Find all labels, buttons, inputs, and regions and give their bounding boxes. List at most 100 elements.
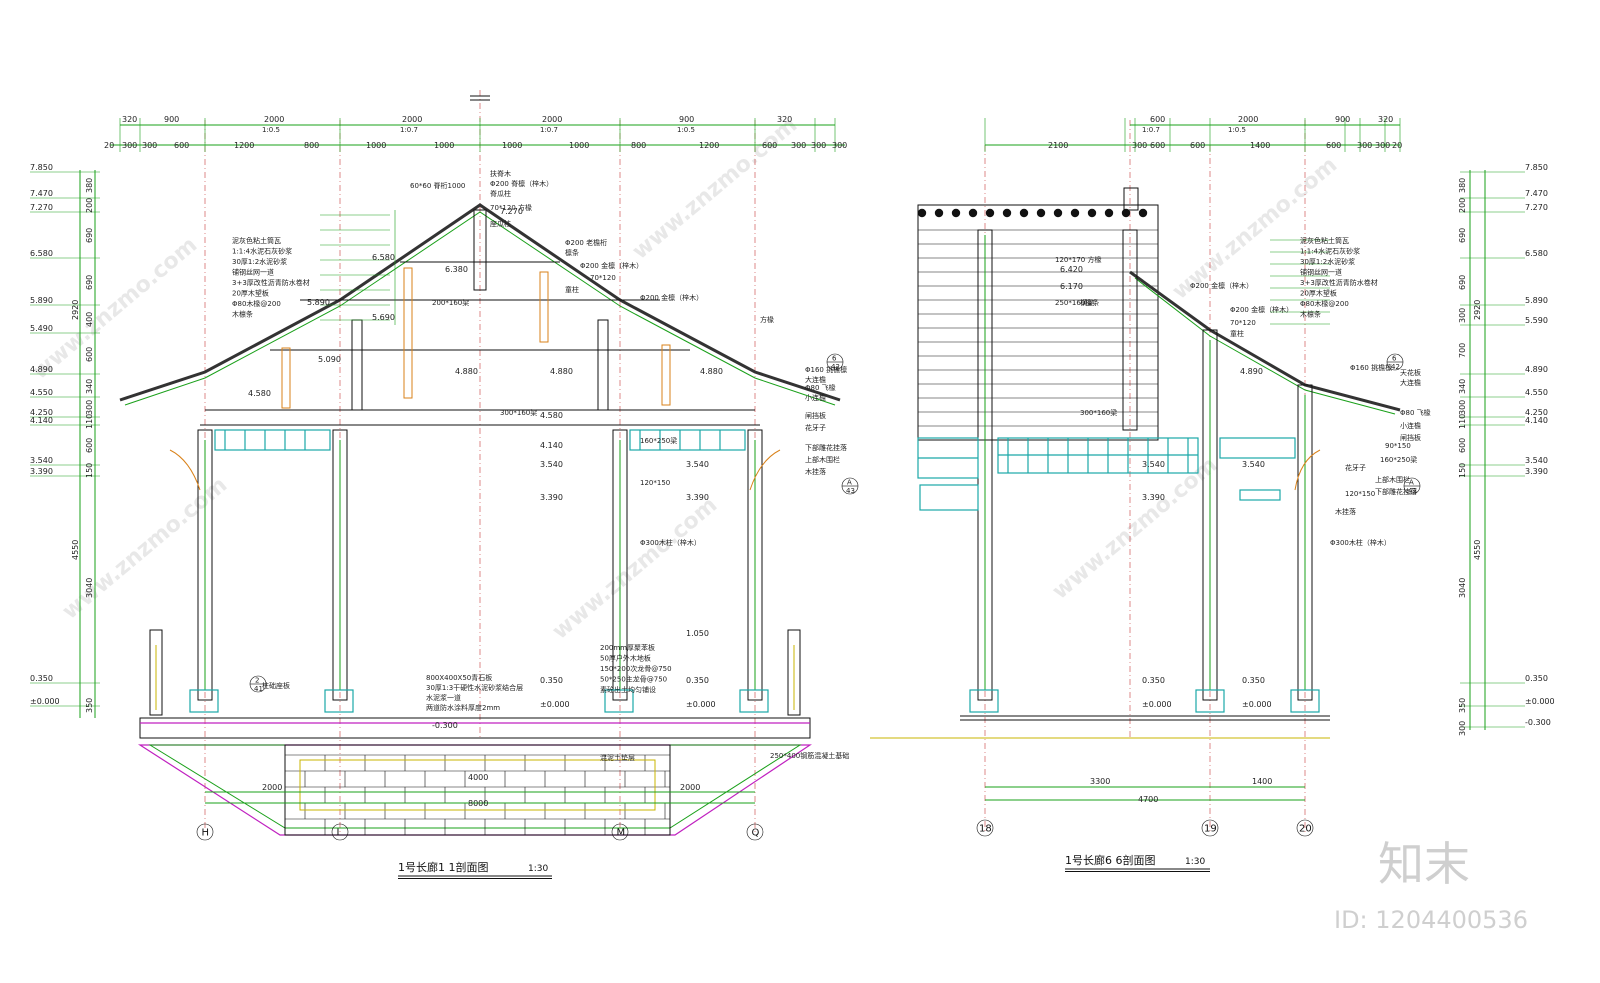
level-label: 7.270: [1525, 203, 1548, 212]
elevation-label: 6.380: [445, 265, 468, 274]
member-label: Φ200 金檩（梓木）: [1230, 305, 1293, 314]
member-label: Φ80 飞椽: [1400, 408, 1431, 417]
level-label: 6.580: [1525, 249, 1548, 258]
dim-label: 700: [1458, 343, 1467, 358]
level-label: 4.890: [1525, 365, 1548, 374]
dim-label: 690: [1458, 275, 1467, 290]
member-label: 160*250梁: [1380, 455, 1417, 464]
dim-label: 4700: [1138, 795, 1158, 804]
roof-tile-end: [985, 208, 995, 218]
level-label: 3.390: [1525, 467, 1548, 476]
elevation-label: 4.890: [1240, 367, 1263, 376]
foundation-note: 50厚户外木地板: [600, 654, 651, 663]
roof-layer-note: 泥灰色粘土筒瓦: [232, 236, 281, 245]
level-label: 6.580: [30, 249, 53, 258]
roof-tile-end: [1121, 208, 1131, 218]
dim-label: 2000: [542, 115, 562, 124]
detail-ref-sheet: 41: [254, 685, 263, 693]
dim-label: 2000: [402, 115, 422, 124]
dim-label: 1000: [502, 141, 522, 150]
roof-tile-end: [917, 208, 927, 218]
level-label: 7.850: [30, 163, 53, 172]
floor-layer-note: 两道防水涂料厚度2mm: [426, 703, 500, 712]
member-label: 木挂落: [1335, 507, 1356, 516]
dim-label: 1000: [366, 141, 386, 150]
elevation-label: 7.270: [500, 207, 523, 216]
member-label: 120*150: [1345, 490, 1375, 498]
member-label: 70*120: [590, 274, 616, 282]
dim-label: 300: [142, 141, 157, 150]
dim-label: 300: [1357, 141, 1372, 150]
slope-label: 1:0.7: [540, 126, 558, 134]
level-label: 5.890: [30, 296, 53, 305]
dim-label: 600: [762, 141, 777, 150]
roof-tile-end: [1002, 208, 1012, 218]
member-label: 闸挡板: [1400, 433, 1421, 442]
axis-bubble: [976, 819, 994, 837]
dim-label: 1200: [699, 141, 719, 150]
detail-ref-number: A: [1409, 479, 1414, 487]
dim-label: 20: [104, 141, 114, 150]
slope-label: 1:0.7: [400, 126, 418, 134]
dim-label: 690: [85, 275, 94, 290]
member-label: 大连檐: [805, 375, 826, 384]
level-label: 7.470: [1525, 189, 1548, 198]
elevation-label: ±0.000: [686, 700, 716, 709]
elevation-label: 6.580: [372, 253, 395, 262]
roof-tile-end: [1138, 208, 1148, 218]
elevation-label: 3.390: [1142, 493, 1165, 502]
level-label: 4.140: [30, 416, 53, 425]
roof-layer-note: 30厚1:2水泥砂浆: [1300, 257, 1355, 266]
dim-label: 380: [1458, 178, 1467, 193]
dim-label: 900: [1335, 115, 1350, 124]
elevation-label: 0.350: [540, 676, 563, 685]
member-label: 小连檐: [805, 393, 826, 402]
detail-ref-sheet: 43: [1408, 487, 1417, 495]
dim-label: 1000: [569, 141, 589, 150]
elevation-label: ±0.000: [1242, 700, 1272, 709]
detail-ref-number: A: [847, 479, 852, 487]
dim-label: 300: [832, 141, 847, 150]
dim-label: 690: [85, 228, 94, 243]
dim-label: 2100: [1048, 141, 1068, 150]
dim-label: 800: [304, 141, 319, 150]
member-label: 60*60 脊桁1000: [410, 181, 465, 190]
level-label: 4.250: [1525, 408, 1548, 417]
member-label: 脊瓜柱: [490, 189, 511, 198]
elevation-label: 4.580: [540, 411, 563, 420]
member-label: 花牙子: [1345, 463, 1366, 472]
dim-label: 340: [85, 379, 94, 394]
member-label: 扶脊木: [490, 169, 511, 178]
slope-label: 1:0.7: [1142, 126, 1160, 134]
slope-label: 1:0.5: [262, 126, 280, 134]
elevation-label: 4.140: [540, 441, 563, 450]
roof-layer-note: 铺钢丝网一道: [1300, 268, 1342, 277]
member-label: Φ300木柱（梓木）: [1330, 538, 1391, 547]
axis-bubble: [1201, 819, 1219, 837]
dim-label: 350: [85, 698, 94, 713]
dim-label: 300: [1375, 141, 1390, 150]
member-label: 闸挡板: [805, 411, 826, 420]
dim-label: 600: [85, 347, 94, 362]
slope-label: 1:0.5: [677, 126, 695, 134]
roof-layer-note: 20厚木望板: [232, 289, 269, 298]
elevation-label: 5.090: [318, 355, 341, 364]
dim-label: 2920: [1473, 300, 1482, 320]
dim-label: 320: [1378, 115, 1393, 124]
roof-layer-note: 泥灰色粘土筒瓦: [1300, 236, 1349, 245]
roof-tile-end: [1036, 208, 1046, 218]
elevation-label: 6.170: [1060, 282, 1083, 291]
level-label: ±0.000: [1525, 697, 1555, 706]
dim-label: 900: [679, 115, 694, 124]
slope-label: 1:0.5: [1228, 126, 1246, 134]
brand-logo: 知末: [1378, 837, 1470, 891]
level-label: 3.540: [30, 456, 53, 465]
elevation-label: 3.390: [540, 493, 563, 502]
detail-ref-number: 6: [832, 355, 837, 363]
dim-label: 690: [1458, 228, 1467, 243]
member-label: 300*160梁: [1080, 408, 1117, 417]
member-label: 柱础座板: [262, 681, 290, 690]
axis-label: 20: [1299, 824, 1312, 835]
member-label: 250*400钢筋混凝土基础: [770, 751, 849, 760]
